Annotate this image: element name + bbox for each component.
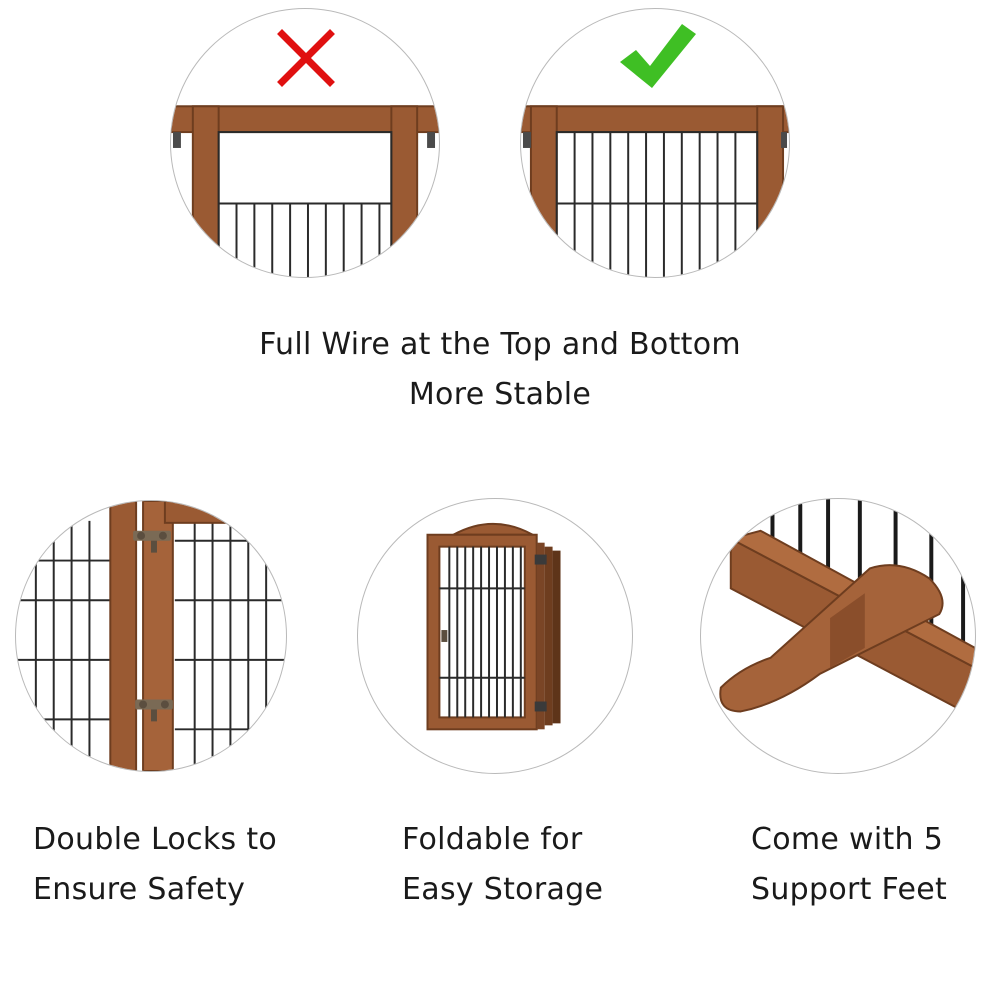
stability-caption: Full Wire at the Top and Bottom More Sta… bbox=[0, 320, 1000, 420]
feature-caption-line2: Easy Storage bbox=[402, 872, 604, 907]
feature-caption-double-locks: Double Locks to Ensure Safety bbox=[33, 815, 277, 915]
feature-caption-support-feet: Come with 5 Support Feet bbox=[751, 815, 947, 915]
with-full-wire-circle bbox=[520, 8, 790, 278]
support-feet-illustration bbox=[719, 499, 975, 719]
full-wire-panel-illustration bbox=[521, 105, 789, 277]
folded-gate-illustration bbox=[426, 522, 561, 731]
feature-caption-line2: Ensure Safety bbox=[33, 872, 246, 907]
feature-caption-line1: Double Locks to bbox=[33, 822, 278, 857]
feature-caption-foldable: Foldable for Easy Storage bbox=[402, 815, 603, 915]
double-locks-illustration bbox=[16, 501, 286, 771]
lower-latch-icon bbox=[135, 699, 173, 722]
stability-caption-line2: More Stable bbox=[408, 377, 592, 412]
double-locks-circle bbox=[15, 500, 287, 772]
upper-latch-icon bbox=[133, 530, 171, 553]
check-icon bbox=[620, 24, 696, 88]
stability-caption-line1: Full Wire at the Top and Bottom bbox=[259, 327, 741, 362]
open-top-panel-illustration bbox=[171, 105, 439, 277]
foldable-circle bbox=[357, 498, 633, 774]
feature-caption-line1: Foldable for bbox=[402, 822, 583, 857]
feature-caption-line2: Support Feet bbox=[751, 872, 948, 907]
cross-icon bbox=[277, 29, 335, 87]
feature-caption-line1: Come with 5 bbox=[751, 822, 944, 857]
support-feet-circle bbox=[700, 498, 976, 774]
